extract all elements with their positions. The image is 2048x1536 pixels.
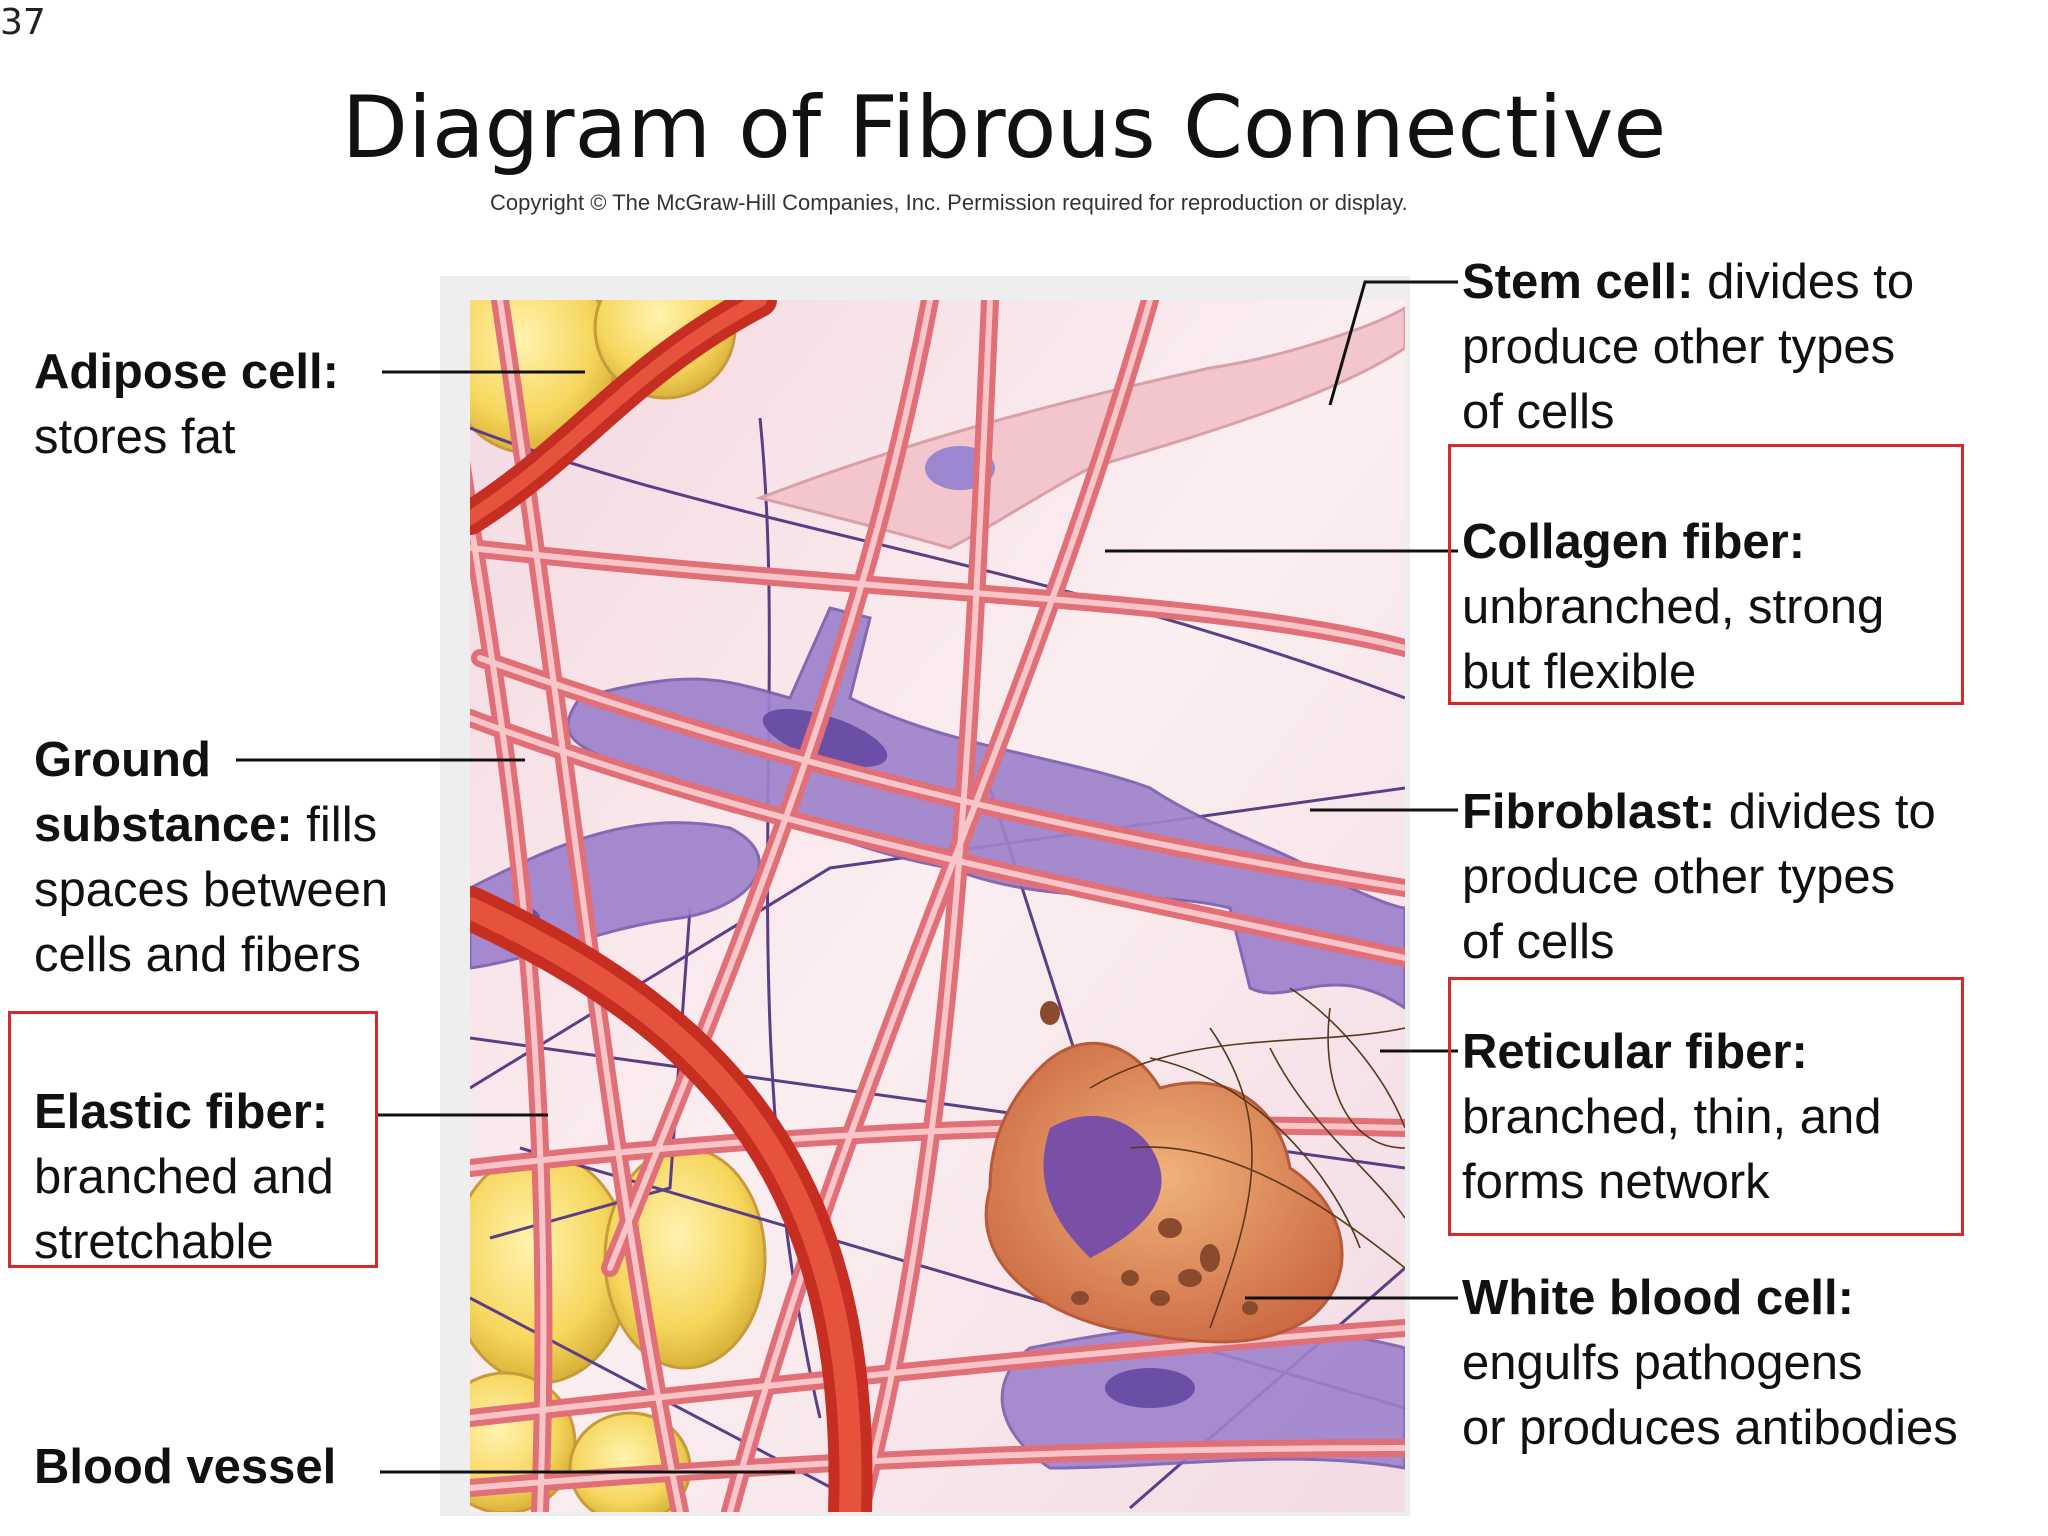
- highlight-box-collagen: [1448, 444, 1964, 705]
- white-blood-cell: [984, 1001, 1344, 1344]
- label-stem-cell: Stem cell: divides to produce other type…: [1462, 250, 1914, 445]
- label-ground-substance: Ground substance: fills spaces between c…: [34, 728, 388, 988]
- label-name-cont: substance:: [34, 798, 293, 852]
- label-name: Adipose cell:: [34, 345, 339, 399]
- label-fibroblast: Fibroblast: divides to produce other typ…: [1462, 780, 1936, 975]
- slide-number: 37: [0, 2, 46, 43]
- label-desc: but flexible: [1462, 645, 1697, 699]
- label-desc: produce other types: [1462, 850, 1896, 904]
- reticular-network: [1089, 987, 1405, 1329]
- label-name: Ground: [34, 733, 211, 787]
- highlight-box-elastic: [8, 1011, 378, 1268]
- label-desc: divides to: [1693, 255, 1915, 309]
- label-desc: engulfs pathogens: [1462, 1336, 1863, 1390]
- label-white-blood-cell: White blood cell: engulfs pathogens or p…: [1462, 1266, 1958, 1461]
- label-desc: of cells: [1462, 915, 1615, 969]
- label-desc: stretchable: [34, 1215, 274, 1269]
- label-desc: produce other types: [1462, 320, 1896, 374]
- title-text: Diagram of Fibrous Connective: [341, 78, 1667, 178]
- label-desc: stores fat: [34, 410, 236, 464]
- label-desc: or produces antibodies: [1462, 1401, 1958, 1455]
- label-name: Collagen fiber:: [1462, 515, 1806, 569]
- collagen-fibers: [470, 300, 1405, 1512]
- fibrous-connective-tissue-illustration: [440, 276, 1410, 1516]
- copyright-notice: Copyright © The McGraw-Hill Companies, I…: [490, 190, 1408, 215]
- label-name: Fibroblast:: [1462, 785, 1716, 839]
- label-reticular-fiber: Reticular fiber: branched, thin, and for…: [1462, 1020, 1882, 1215]
- label-adipose-cell: Adipose cell: stores fat: [34, 340, 339, 470]
- label-desc: of cells: [1462, 385, 1615, 439]
- slide-title: Diagram of Fibrous Connective: [0, 78, 2048, 178]
- label-desc: cells and fibers: [34, 928, 361, 982]
- label-desc: forms network: [1462, 1155, 1770, 1209]
- label-name: White blood cell:: [1462, 1271, 1854, 1325]
- highlight-box-reticular: [1448, 977, 1964, 1236]
- label-desc: spaces between: [34, 863, 389, 917]
- label-desc: divides to: [1715, 785, 1936, 839]
- label-desc: fills: [292, 798, 378, 852]
- label-name: Reticular fiber:: [1462, 1025, 1808, 1079]
- label-desc: branched, thin, and: [1462, 1090, 1882, 1144]
- blood-vessel: [470, 300, 873, 1512]
- label-elastic-fiber: Elastic fiber: branched and stretchable: [34, 1080, 334, 1275]
- label-name: Elastic fiber:: [34, 1085, 329, 1139]
- label-blood-vessel: Blood vessel: [34, 1435, 336, 1500]
- label-desc: unbranched, strong: [1462, 580, 1885, 634]
- label-desc: branched and: [34, 1150, 334, 1204]
- label-name: Blood vessel: [34, 1440, 337, 1494]
- label-collagen-fiber: Collagen fiber: unbranched, strong but f…: [1462, 510, 1884, 705]
- label-name: Stem cell:: [1462, 255, 1694, 309]
